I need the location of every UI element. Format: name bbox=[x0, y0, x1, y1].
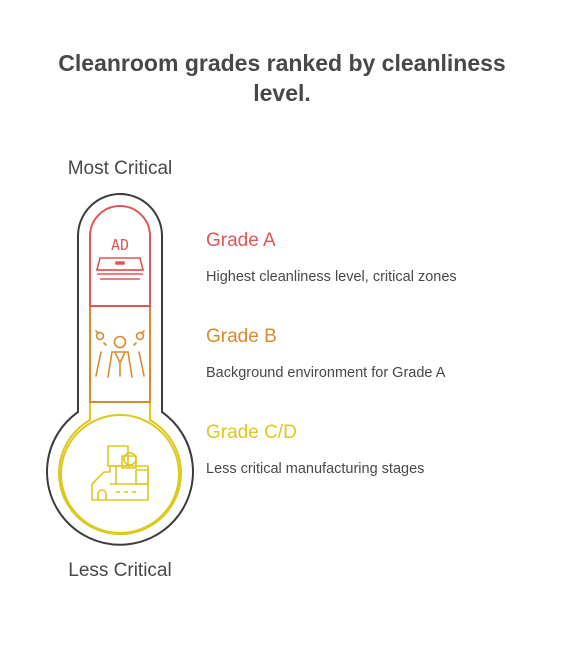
grade-cd-inner-ring bbox=[60, 414, 180, 534]
grade-a-description: Highest cleanliness level, critical zone… bbox=[206, 269, 457, 285]
grade-cd-segment bbox=[58, 401, 182, 536]
grade-cd-description: Less critical manufacturing stages bbox=[206, 461, 425, 477]
less-critical-label: Less Critical bbox=[68, 560, 172, 581]
grade-b-description: Background environment for Grade A bbox=[206, 365, 446, 381]
workstation-icon: AD bbox=[96, 236, 144, 280]
thermometer-outline bbox=[46, 193, 194, 546]
grade-b-segment bbox=[89, 305, 151, 403]
page-title: Cleanroom grades ranked by cleanliness l… bbox=[58, 50, 506, 106]
grade-a-segment bbox=[89, 205, 151, 307]
most-critical-label: Most Critical bbox=[67, 158, 173, 179]
grade-b-title: Grade B bbox=[206, 326, 277, 347]
factory-icon bbox=[91, 445, 149, 501]
grade-cd-title: Grade C/D bbox=[206, 422, 297, 443]
icon-text: AD bbox=[111, 236, 129, 254]
grade-a-title: Grade A bbox=[206, 230, 276, 251]
person-with-lights-icon bbox=[95, 330, 145, 378]
